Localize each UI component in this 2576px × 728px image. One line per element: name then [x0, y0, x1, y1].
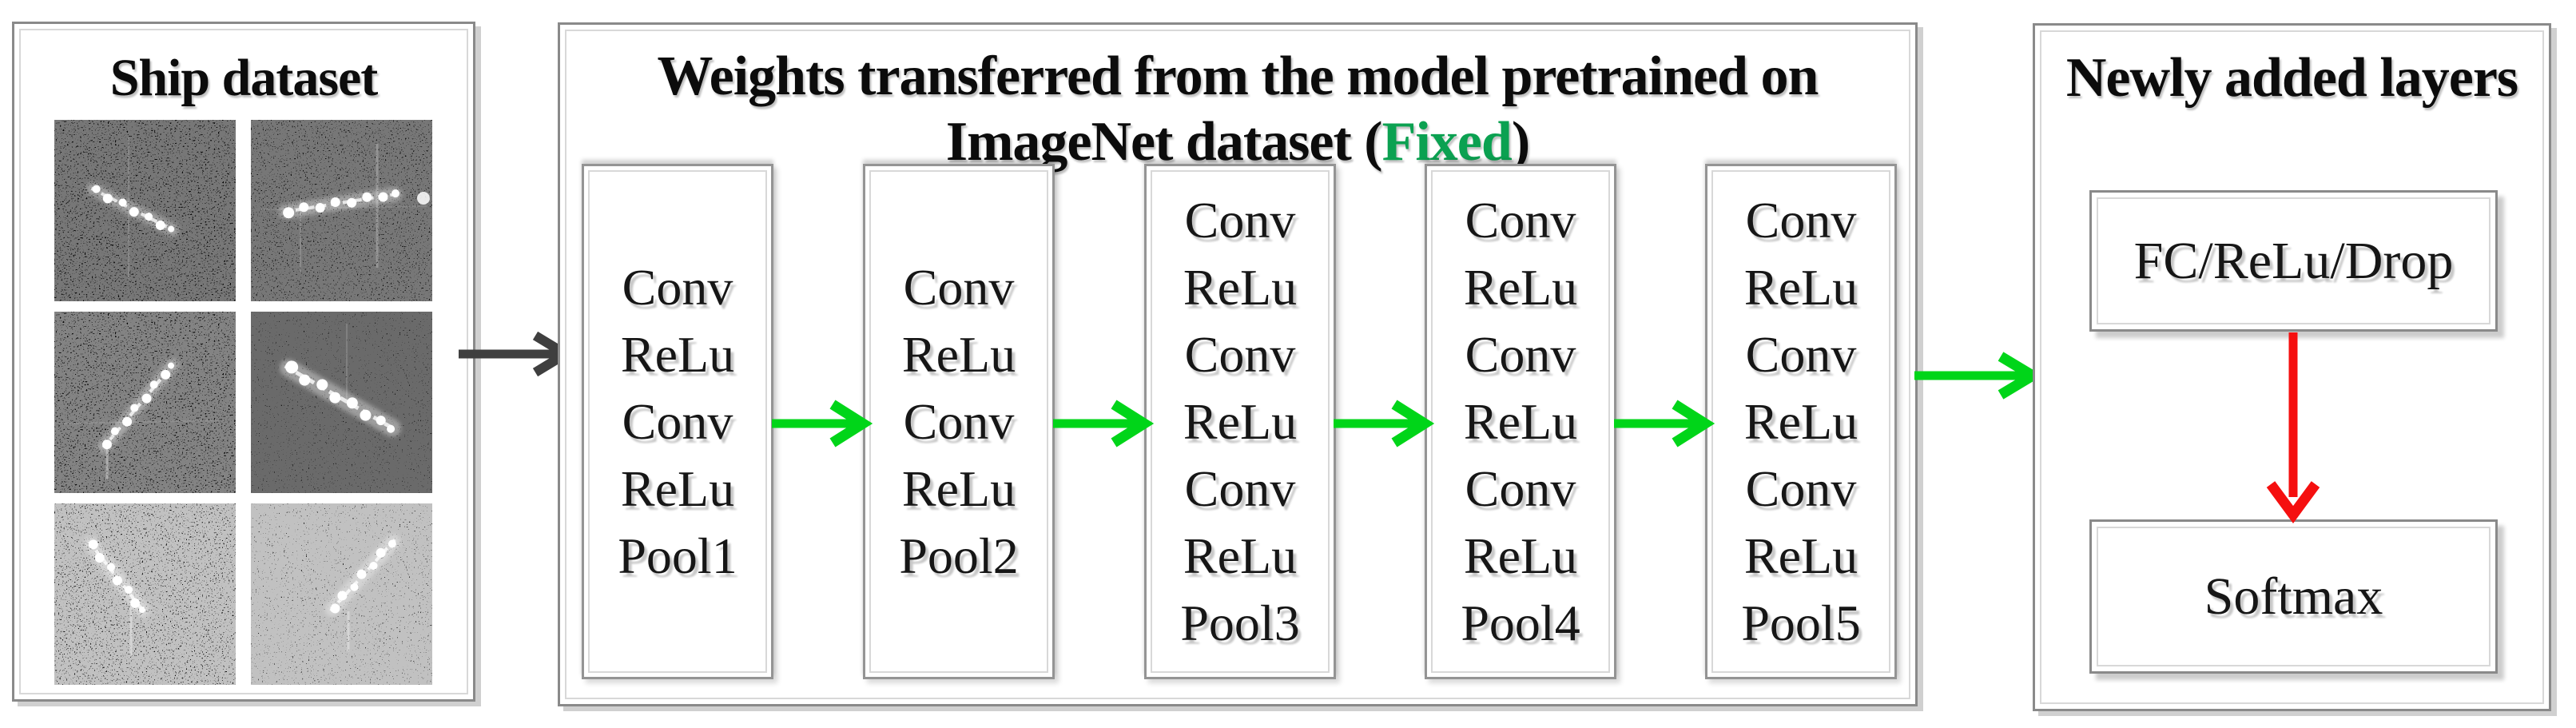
- softmax-box: Softmax: [2089, 519, 2498, 674]
- pretrained-panel-title: Weights transferred from the model pretr…: [560, 44, 1915, 175]
- layer-label: Pool1: [618, 527, 737, 584]
- layer-label: ReLu: [1743, 258, 1858, 316]
- layer-label: ReLu: [1183, 392, 1298, 450]
- input-arrow: [459, 331, 575, 377]
- layer-label: Conv: [1184, 325, 1296, 383]
- layer-label: Conv: [1465, 459, 1576, 517]
- pretrained-title-line1: Weights transferred from the model pretr…: [657, 46, 1819, 107]
- layer-label: ReLu: [1743, 527, 1858, 584]
- layer-label: ReLu: [620, 325, 735, 383]
- conv-block-1: Conv ReLu Conv ReLu Pool1: [582, 164, 773, 679]
- pretrained-weights-panel: Weights transferred from the model pretr…: [558, 22, 1918, 706]
- layer-label: Conv: [1745, 459, 1857, 517]
- pretrained-title-line2-post: ): [1511, 111, 1530, 173]
- fc-relu-drop-box: FC/ReLu/Drop: [2089, 190, 2498, 332]
- conv-block-5: Conv ReLu Conv ReLu Conv ReLu Pool5: [1705, 164, 1897, 679]
- layer-label: ReLu: [1463, 392, 1578, 450]
- layer-label: ReLu: [901, 459, 1016, 517]
- layer-label: Pool3: [1180, 594, 1300, 651]
- fixed-highlight: Fixed: [1381, 111, 1513, 173]
- sar-ship-image: [54, 503, 236, 685]
- block-arrow-1-2: [772, 400, 873, 448]
- sar-ship-image: [251, 312, 432, 493]
- conv-block-3: Conv ReLu Conv ReLu Conv ReLu Pool3: [1144, 164, 1336, 679]
- ship-dataset-panel: Ship dataset: [12, 22, 475, 702]
- sar-ship-image: [54, 120, 236, 301]
- layer-label: ReLu: [620, 459, 735, 517]
- sar-ship-image: [251, 503, 432, 685]
- layer-label: Pool5: [1741, 594, 1861, 651]
- sar-ship-image: [251, 120, 432, 301]
- conv-block-4: Conv ReLu Conv ReLu Conv ReLu Pool4: [1425, 164, 1616, 679]
- fc-relu-drop-label: FC/ReLu/Drop: [2133, 231, 2454, 290]
- layer-label: ReLu: [1183, 527, 1298, 584]
- layer-label: ReLu: [1183, 258, 1298, 316]
- output-arrow: [1914, 352, 2043, 400]
- ship-dataset-title: Ship dataset: [109, 49, 379, 107]
- layer-label: Conv: [1184, 191, 1296, 249]
- layer-label: Conv: [1465, 191, 1576, 249]
- conv-block-2: Conv ReLu Conv ReLu Pool2: [863, 164, 1055, 679]
- layer-label: Conv: [1745, 325, 1857, 383]
- layer-label: Conv: [903, 258, 1015, 316]
- layer-label: Conv: [1184, 459, 1296, 517]
- sar-ship-image: [54, 312, 236, 493]
- layer-label: Conv: [903, 392, 1015, 450]
- layer-label: Pool4: [1461, 594, 1580, 651]
- fc-to-softmax-arrow: [2266, 332, 2320, 523]
- block-arrow-2-3: [1053, 400, 1155, 448]
- layer-label: Conv: [1745, 191, 1857, 249]
- layer-label: Conv: [622, 392, 733, 450]
- block-arrow-4-5: [1614, 400, 1715, 448]
- sar-image-grid: [54, 120, 432, 685]
- softmax-label: Softmax: [2204, 567, 2383, 626]
- layer-label: ReLu: [1743, 392, 1858, 450]
- layer-label: Conv: [622, 258, 733, 316]
- newly-added-layers-title: Newly added layers: [2065, 47, 2518, 109]
- layer-label: Conv: [1465, 325, 1576, 383]
- layer-label: ReLu: [1463, 527, 1578, 584]
- block-arrow-3-4: [1334, 400, 1435, 448]
- layer-label: Pool2: [899, 527, 1019, 584]
- pretrained-title-line2-pre: ImageNet dataset (: [945, 111, 1383, 173]
- layer-label: ReLu: [1463, 258, 1578, 316]
- layer-label: ReLu: [901, 325, 1016, 383]
